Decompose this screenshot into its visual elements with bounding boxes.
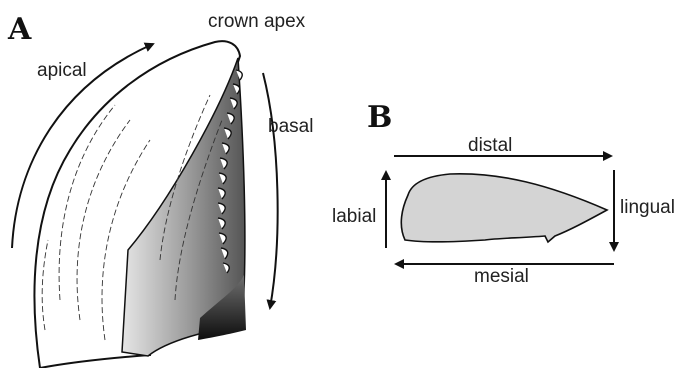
panel-b-letter: B	[367, 100, 392, 135]
mesial-label: mesial	[474, 266, 529, 287]
distal-label: distal	[468, 135, 512, 156]
crown-apex-label: crown apex	[208, 11, 306, 32]
basal-arrow	[263, 73, 278, 308]
basal-label: basal	[268, 116, 313, 137]
lingual-label: lingual	[620, 197, 675, 218]
apical-label: apical	[37, 60, 87, 81]
labial-label: labial	[332, 206, 376, 227]
tooth-cross-section	[401, 174, 607, 242]
panel-a-letter: A	[7, 12, 32, 47]
